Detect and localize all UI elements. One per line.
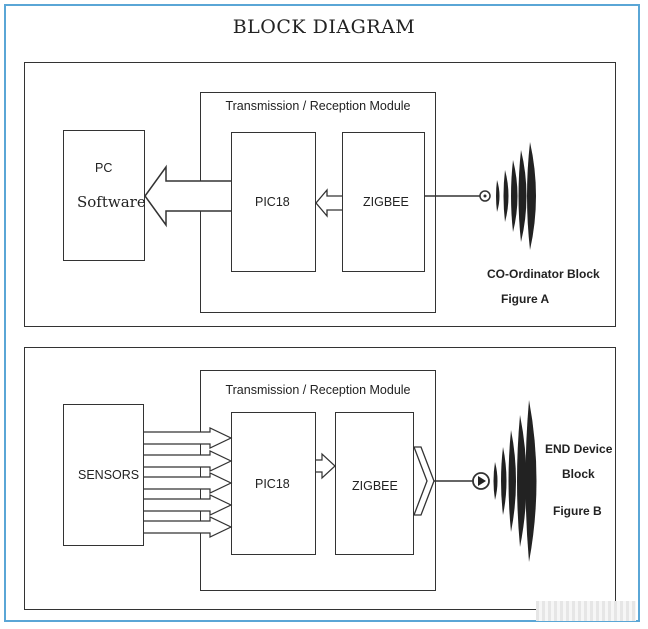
sensors-label: SENSORS <box>78 468 140 482</box>
figure-a-caption: Figure A <box>501 292 550 306</box>
zigbee-output-chevron <box>413 446 435 516</box>
bottom-pic18-label: PIC18 <box>255 477 290 491</box>
top-zigbee-label: ZIGBEE <box>363 195 409 209</box>
figure-b-caption: Figure B <box>553 504 602 518</box>
bottom-module-title: Transmission / Reception Module <box>225 383 411 397</box>
bottom-antenna-icon <box>472 400 537 562</box>
pic-to-pc-arrow <box>144 164 231 228</box>
coordinator-caption: CO-Ordinator Block <box>487 267 600 281</box>
zigbee-to-pic-arrow <box>315 188 342 218</box>
bottom-zigbee-box <box>335 412 414 555</box>
top-zigbee-box <box>342 132 425 272</box>
top-antenna-icon <box>479 142 536 250</box>
bottom-zigbee-label: ZIGBEE <box>352 479 398 493</box>
pic-to-zigbee-arrow <box>316 452 336 480</box>
top-pic18-label: PIC18 <box>255 195 290 209</box>
bottom-pic18-box <box>231 412 316 555</box>
end-device-caption: END Device <box>545 442 613 456</box>
sensor-arrows <box>144 427 233 538</box>
software-label: Software <box>77 193 146 211</box>
outer-frame <box>4 4 640 622</box>
pc-label: PC <box>95 161 113 175</box>
top-pic18-box <box>231 132 316 272</box>
pc-software-box <box>63 130 145 261</box>
top-module-title: Transmission / Reception Module <box>225 99 411 113</box>
block-caption: Block <box>562 467 595 481</box>
diagram-title: BLOCK DIAGRAM <box>232 16 416 38</box>
partial-scrollbar <box>536 601 636 621</box>
sensors-box <box>63 404 144 546</box>
